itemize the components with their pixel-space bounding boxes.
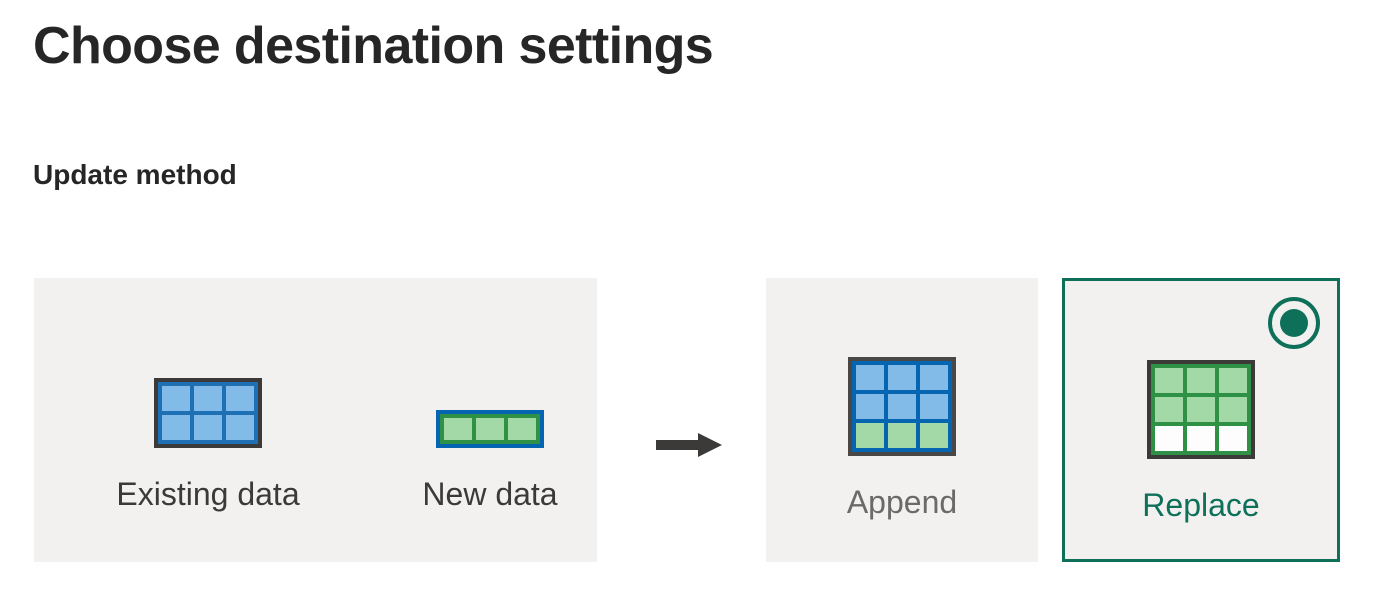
existing-data-label-slot: Existing data bbox=[116, 470, 299, 518]
option-label-replace: Replace bbox=[1142, 487, 1260, 523]
new-data-row-icon bbox=[436, 410, 544, 448]
option-label-new-data: New data bbox=[422, 476, 558, 512]
option-append[interactable]: Append bbox=[766, 278, 1038, 562]
new-data-icon-slot bbox=[436, 332, 544, 448]
replace-content: Replace bbox=[1065, 343, 1337, 529]
replace-label-slot: Replace bbox=[1142, 481, 1259, 529]
option-label-append: Append bbox=[846, 484, 958, 520]
append-content: Append bbox=[766, 340, 1038, 526]
replace-icon-slot bbox=[1147, 343, 1255, 459]
replace-grid-icon bbox=[1147, 360, 1255, 459]
option-new-data: New data bbox=[360, 332, 620, 518]
radio-dot-icon bbox=[1280, 309, 1308, 337]
right-arrow-icon bbox=[652, 418, 726, 472]
page-title: Choose destination settings bbox=[33, 17, 714, 75]
option-label-existing-data: Existing data bbox=[116, 476, 300, 512]
option-replace[interactable]: Replace bbox=[1062, 278, 1340, 562]
existing-data-icon-slot bbox=[154, 332, 262, 448]
update-method-chooser: Existing data New data bbox=[0, 278, 1390, 568]
existing-data-grid-icon bbox=[154, 378, 262, 448]
replace-radio-selected[interactable] bbox=[1268, 297, 1320, 349]
new-data-label-slot: New data bbox=[422, 470, 557, 518]
append-icon-slot bbox=[848, 340, 956, 456]
source-data-panel: Existing data New data bbox=[34, 278, 597, 562]
option-existing-data: Existing data bbox=[78, 332, 338, 518]
section-title-update-method: Update method bbox=[33, 159, 237, 190]
append-label-slot: Append bbox=[847, 478, 957, 526]
append-grid-icon bbox=[848, 357, 956, 456]
